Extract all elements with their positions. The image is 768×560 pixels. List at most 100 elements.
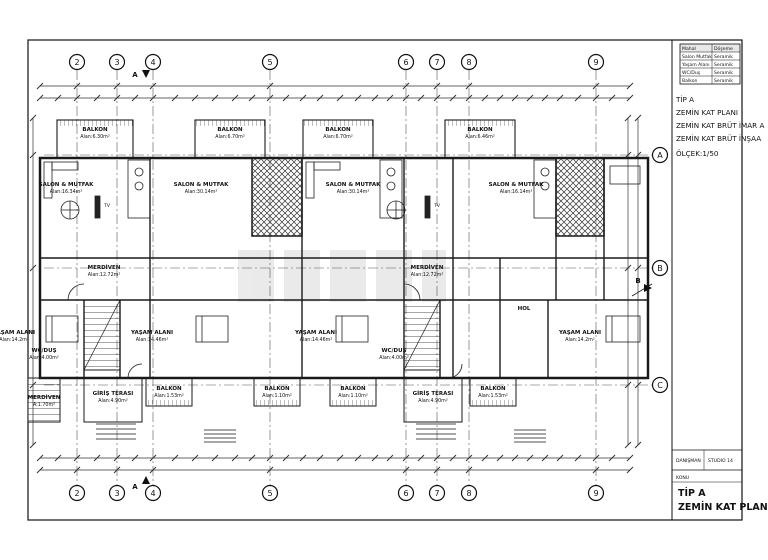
room-label: YAŞAM ALANI: [0, 330, 35, 336]
room-label: SALON & MUTFAK: [174, 182, 230, 188]
grid-bubble: 3: [114, 489, 119, 498]
room-area: Alan:6.70m²: [215, 134, 245, 140]
room-label: WC/DUŞ: [31, 348, 56, 354]
section-marker-label: A: [132, 483, 138, 491]
finish-table-cell: Salon Mutfak: [682, 54, 712, 60]
room-area: Alan:12.72m²: [88, 272, 121, 278]
room-area: Alan:30.14m²: [337, 189, 370, 195]
tv-label: TV: [103, 203, 111, 209]
room-label: YAŞAM ALANI: [558, 330, 601, 336]
finish-table-cell: Seramik: [714, 62, 733, 68]
plan-heading-line: ZEMİN KAT BRÜT İNŞAA: [676, 134, 761, 143]
finish-table-header: Döşeme: [714, 46, 733, 52]
room-area: Alan:6.30m²: [80, 134, 110, 140]
room-label: MERDİVEN: [411, 264, 444, 271]
plan-heading-line: ZEMİN KAT PLANI: [676, 108, 738, 117]
section-marker-label: B: [635, 277, 640, 285]
grid-bubble: 8: [466, 489, 471, 498]
room-area: A:1.70m²: [33, 402, 55, 408]
room-area: Alan:1.53m²: [154, 393, 184, 399]
grid-bubble: 6: [403, 58, 408, 67]
grid-bubble: B: [657, 264, 663, 273]
subject-subtitle: ZEMİN KAT PLAN: [678, 502, 768, 513]
finish-table-cell: Seramik: [714, 54, 733, 60]
room-label: YAŞAM ALANI: [130, 330, 173, 336]
grid-bubble: 9: [593, 58, 598, 67]
grid-bubbles-bottom: 2 3 4 5 6 7 8 9: [68, 484, 605, 502]
room-label: BALKON: [480, 386, 506, 392]
grid-bubble: 9: [593, 489, 598, 498]
finish-table-cell: WC/Duş: [682, 70, 701, 76]
grid-bubble: 4: [150, 58, 155, 67]
room-label: SALON & MUTFAK: [39, 182, 95, 188]
finish-table-cell: Balkon: [682, 78, 698, 84]
room-label: SALON & MUTFAK: [489, 182, 545, 188]
room-label: WC/DUŞ: [381, 348, 406, 354]
room-label: BALKON: [325, 127, 351, 133]
grid-bubble: 6: [403, 489, 408, 498]
room-area: Alan:4.00m²: [379, 355, 409, 361]
room-labels: BALKON Alan:6.30m² BALKON Alan:6.70m² BA…: [0, 127, 601, 408]
room-area: Alan:1.10m²: [338, 393, 368, 399]
grid-bubble: 3: [114, 58, 119, 67]
building-mass: [28, 120, 648, 422]
grid-bubble: A: [657, 151, 663, 160]
room-area: Alan:1.53m²: [478, 393, 508, 399]
room-label: BALKON: [156, 386, 182, 392]
finish-table-header: Mahal: [682, 46, 696, 52]
room-area: Alan:16.34m²: [50, 189, 83, 195]
room-label: BALKON: [82, 127, 108, 133]
room-label: BALKON: [467, 127, 493, 133]
tv-unit: [424, 195, 431, 219]
walls: [27, 119, 650, 443]
finish-table-cell: Seramik: [714, 70, 733, 76]
room-label: GİRİŞ TERASI: [93, 390, 134, 397]
room-area: Alan:4.00m²: [29, 355, 59, 361]
grid-axis-lines: [44, 70, 652, 486]
section-markers: A A B: [132, 70, 653, 491]
consultant-label: DANIŞMAN: [676, 458, 701, 464]
room-label: MERDİVEN: [28, 394, 61, 401]
room-area: Alan:14.46m²: [136, 337, 169, 343]
door-swings: [67, 283, 463, 379]
title-block: Mahal Döşeme Salon Mutfak Seramik Yaşam …: [672, 43, 768, 513]
grid-bubble: 2: [74, 489, 79, 498]
room-label: HOL: [518, 306, 531, 312]
room-label: GİRİŞ TERASI: [413, 390, 454, 397]
plan-heading-line: ZEMİN KAT BRÜT İMAR A: [676, 121, 764, 130]
plan-heading-line: TİP A: [675, 95, 694, 104]
tv-label: TV: [433, 203, 441, 209]
room-label: BALKON: [217, 127, 243, 133]
room-label: BALKON: [264, 386, 290, 392]
grid-bubble: C: [657, 381, 663, 390]
grid-bubble: 8: [466, 58, 471, 67]
section-marker-label: A: [132, 71, 138, 79]
room-area: Alan:30.14m²: [185, 189, 218, 195]
room-area: Alan:4.90m²: [98, 398, 128, 404]
grid-bubble: 2: [74, 58, 79, 67]
room-area: Alan:4.90m²: [418, 398, 448, 404]
subject-label: KONU: [676, 475, 689, 481]
consultant-value: STUDIO 14: [708, 458, 733, 464]
room-area: Alan:14.2m²: [565, 337, 595, 343]
room-area: Alan:1.10m²: [262, 393, 292, 399]
room-label: YAŞAM ALANI: [294, 330, 337, 336]
grid-bubbles-top: 2 3 4 5 6 7 8 9: [68, 53, 605, 71]
room-area: Alan:12.72m²: [411, 272, 444, 278]
room-area: Alan:16.14m²: [500, 189, 533, 195]
finish-table-cell: Seramik: [714, 78, 733, 84]
beds: [45, 315, 641, 343]
grid-bubbles-rows: A B C: [651, 146, 669, 394]
finish-table-cell: Yaşam Alanı: [681, 62, 710, 68]
grid-bubble: 5: [267, 489, 272, 498]
room-label: MERDİVEN: [88, 264, 121, 271]
subject-title: TİP A: [678, 488, 706, 499]
room-area: Alan:6.70m²: [323, 134, 353, 140]
room-label: SALON & MUTFAK: [326, 182, 382, 188]
grid-bubble: 4: [150, 489, 155, 498]
sheet-border: [27, 39, 743, 521]
plan-scale: ÖLÇEK:1/50: [676, 149, 719, 158]
tv-unit: [94, 195, 101, 219]
room-area: Alan:6.46m²: [465, 134, 495, 140]
